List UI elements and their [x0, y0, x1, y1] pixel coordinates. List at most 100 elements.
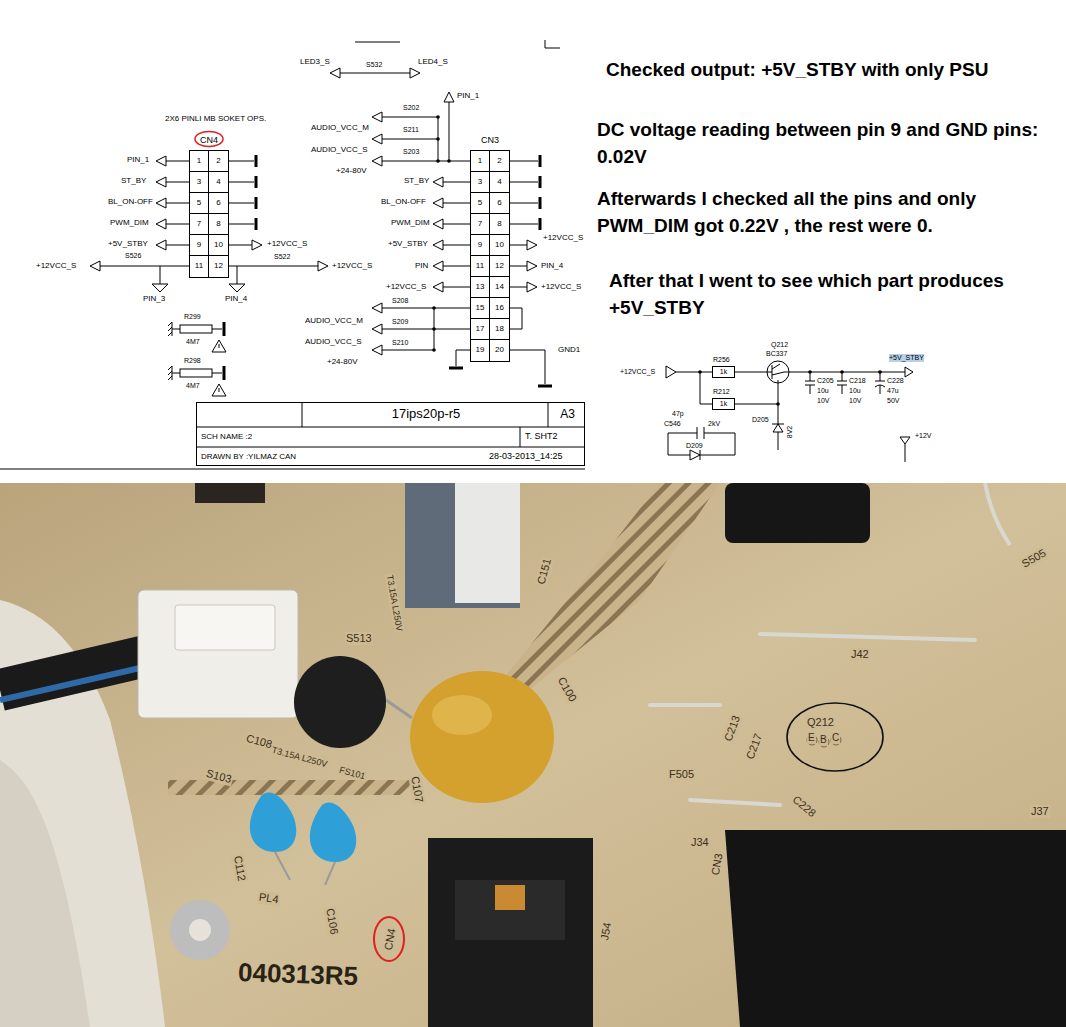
signal-label: AUDIO_VCC_M	[311, 123, 369, 132]
pin-number: 7	[190, 214, 209, 235]
note-text: Afterwards I checked all the pins and on…	[597, 186, 1047, 240]
part-label: 2kV	[708, 420, 720, 428]
pin-number: 12	[490, 256, 509, 277]
signal-label: +12VCC_S	[541, 282, 581, 291]
resistor-box: R2121k	[712, 398, 735, 410]
schematic-wire	[168, 322, 222, 336]
schematic-wire	[255, 155, 258, 230]
regulator-schematic	[905, 444, 906, 462]
schematic-wire	[252, 240, 262, 250]
schematic-wire	[355, 40, 560, 48]
pcb-photo	[760, 634, 975, 640]
junction-dot	[447, 159, 451, 163]
schematic-wire	[0, 469, 585, 470]
part-label: C218	[849, 377, 866, 385]
junction-dot	[432, 306, 436, 310]
schematic-wire	[444, 92, 454, 102]
pcb-photo	[189, 919, 211, 941]
pin-number: 9	[190, 235, 209, 256]
pin-number: 4	[209, 172, 228, 193]
pin-number: 8	[490, 214, 509, 235]
silkscreen-label: B	[819, 734, 828, 746]
silkscreen-label: T3.15A L250V	[270, 745, 330, 770]
silkscreen-label: J34	[690, 836, 710, 849]
part-label: 4M7	[186, 382, 200, 390]
pin-number: 14	[490, 277, 509, 298]
pin-number: 10	[490, 235, 509, 256]
signal-label: 2X6 PINLI MB SOKET OPS.	[165, 114, 266, 123]
part-label: R256	[713, 356, 730, 364]
pcb-photo	[175, 605, 275, 650]
pin-number: 1	[190, 151, 209, 172]
signal-label: +12VCC_S	[36, 261, 76, 270]
silkscreen-label: T3.15A L250V	[384, 573, 404, 633]
part-label: R299	[184, 313, 201, 321]
pin-number: 15	[471, 298, 490, 319]
part-label: D209	[686, 442, 703, 450]
regulator-schematic	[735, 372, 767, 373]
silkscreen-label: S103	[204, 767, 234, 786]
silkscreen-label: S505	[1019, 546, 1049, 571]
silkscreen-label: C217	[743, 731, 765, 762]
signal-label: +12VCC_S	[386, 282, 426, 291]
title-cell: A3	[549, 408, 586, 421]
title-block: 17ips20p-r5A3SCH NAME :2T. SHT2DRAWN BY …	[196, 402, 585, 466]
silkscreen-label: C108	[244, 732, 275, 752]
pin-number: 8	[209, 214, 228, 235]
red-circle-mark	[374, 917, 404, 961]
schematic-wire	[410, 68, 420, 78]
pcb-photo	[432, 695, 492, 735]
pin-number: 6	[490, 193, 509, 214]
schematic-wire	[449, 102, 450, 161]
signal-label: BL_ON-OFF	[108, 197, 153, 206]
signal-label: PIN_4	[225, 294, 247, 303]
regulator-schematic	[905, 367, 913, 377]
schematic-wire	[156, 156, 166, 250]
pcb-photo	[386, 700, 412, 718]
silkscreen-label: CN3	[709, 851, 726, 877]
schematic-wire	[510, 161, 538, 224]
title-cell: DRAWN BY :YILMAZ CAN	[201, 453, 401, 462]
pin-number: 11	[190, 256, 209, 277]
pcb-photo	[0, 668, 140, 700]
pcb-photo	[195, 483, 265, 503]
part-label: R212	[713, 388, 730, 396]
part-label: S522	[274, 253, 290, 261]
part-label: S526	[125, 252, 141, 260]
schematic-wire	[168, 366, 222, 380]
part-label: 10V	[849, 397, 861, 405]
pin-number: 18	[490, 319, 509, 340]
schematic-wire	[152, 284, 245, 292]
regulator-schematic	[805, 372, 815, 394]
pin-number: 12	[209, 256, 228, 277]
connector-name: CN4	[190, 136, 228, 146]
pin-number: 3	[190, 172, 209, 193]
signal-label: PWM_DIM	[391, 218, 430, 227]
signal-label: AUDIO_VCC_S	[305, 337, 361, 346]
schematic-wire	[90, 261, 100, 271]
schematic-wire	[212, 384, 226, 396]
schematic-wire	[229, 266, 318, 267]
connector-cn3: CN31234567891011121314151617181920	[470, 150, 510, 362]
regulator-schematic	[666, 366, 676, 378]
schematic-wire	[372, 112, 382, 166]
signal-label: PIN_3	[143, 294, 165, 303]
part-label: 8V2	[786, 426, 794, 438]
schematic-wire	[223, 322, 226, 336]
regulator-schematic	[735, 380, 778, 450]
silkscreen-label: 040313R5	[238, 958, 359, 992]
signal-label: PIN	[415, 261, 428, 270]
signal-label: ST_BY	[404, 176, 429, 185]
junction-dot	[436, 115, 440, 119]
silkscreen-label: J42	[850, 648, 870, 661]
schematic-wire	[318, 261, 328, 271]
part-label: BC337	[766, 350, 787, 358]
pcb-photo	[650, 703, 720, 707]
schematic-wire	[443, 182, 470, 287]
silkscreen-label: C213	[721, 713, 743, 744]
signal-label: +24-80V	[327, 357, 357, 366]
pcb-photo	[455, 880, 565, 940]
signal-label: PWM_DIM	[110, 218, 149, 227]
pin-number: 17	[471, 319, 490, 340]
schematic-wire	[100, 266, 189, 267]
